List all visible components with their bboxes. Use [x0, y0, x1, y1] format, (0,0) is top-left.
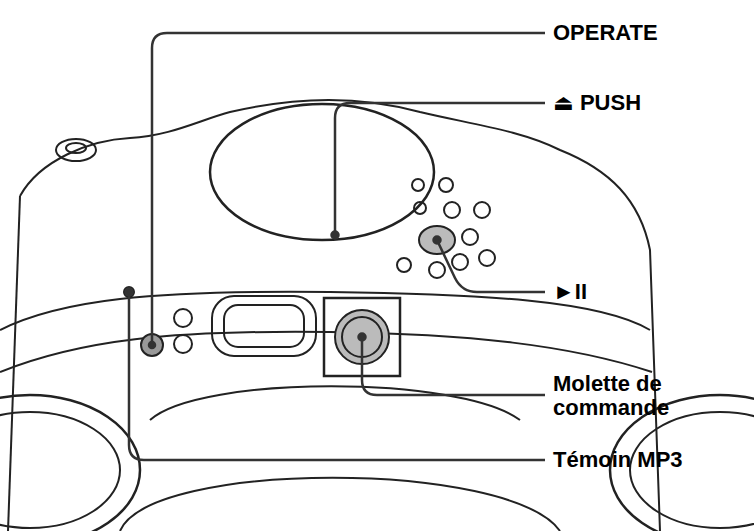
mp3-indicator [124, 287, 134, 297]
play-button [419, 226, 455, 254]
leader-dot [434, 237, 441, 244]
body-side [8, 196, 20, 531]
top-knob-inner [66, 143, 86, 153]
display-inner [224, 305, 304, 347]
speaker-left [0, 395, 140, 531]
part-label: OPERATE [553, 21, 658, 45]
button [412, 179, 424, 191]
part-label: ⏏ PUSH [553, 91, 641, 115]
speaker-left-inner [0, 412, 120, 528]
front-band-lower [0, 332, 652, 372]
button [414, 202, 426, 214]
leader-dot [126, 289, 133, 296]
leader-line [362, 337, 545, 395]
button [397, 258, 411, 272]
top-knob [56, 139, 96, 161]
button [474, 202, 490, 218]
part-label: Molette de commande [553, 372, 723, 420]
small-button [174, 309, 192, 327]
part-label: Témoin MP3 [553, 448, 683, 472]
button [444, 202, 460, 218]
leader-dot [149, 342, 155, 348]
part-label: ►II [553, 280, 587, 304]
button [479, 250, 495, 266]
cd-lid [210, 104, 434, 240]
leader-dot [332, 232, 339, 239]
display-outer [212, 296, 316, 356]
button [439, 178, 453, 192]
front-arc-low [120, 478, 560, 531]
button [462, 229, 478, 245]
small-button [174, 335, 192, 353]
front-arc [150, 386, 520, 420]
leader-line [152, 33, 545, 345]
leader-line [335, 103, 545, 235]
button [429, 262, 445, 278]
leader-dot [359, 334, 366, 341]
leader-line [437, 240, 545, 292]
leader-line [129, 292, 545, 460]
button [452, 254, 468, 270]
